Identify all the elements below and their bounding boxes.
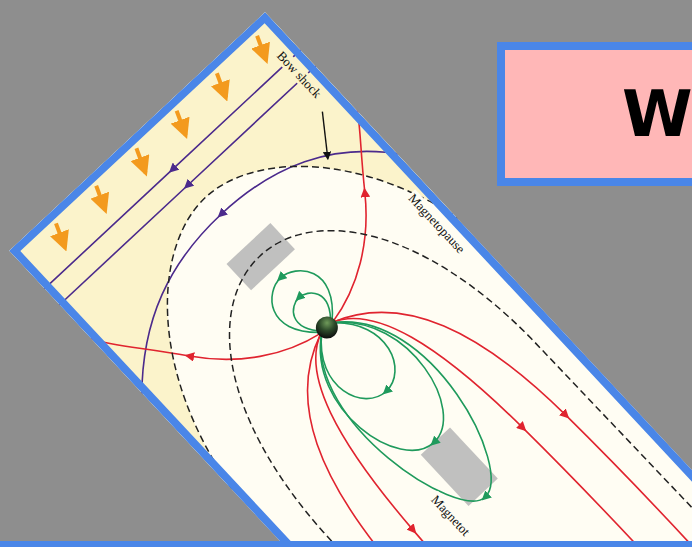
solar-wind-arrow <box>49 223 73 247</box>
card-border <box>15 18 692 547</box>
imf-line <box>56 63 319 309</box>
closed-field-lines <box>247 242 523 528</box>
solar-wind-arrow <box>169 111 193 135</box>
solar-wind-region <box>9 12 497 492</box>
open-field-line <box>270 333 633 547</box>
bottom-bar <box>0 541 692 547</box>
open-field-line <box>91 221 321 450</box>
imf-lines <box>41 47 405 401</box>
solar-wind-arrow <box>250 36 274 60</box>
closed-field-line <box>294 297 467 473</box>
closed-field-line <box>259 258 348 347</box>
open-field-line <box>333 274 692 547</box>
imf-line <box>41 47 304 293</box>
leader-arrow <box>302 112 348 159</box>
earth <box>311 312 342 343</box>
reconnection-site <box>226 223 294 290</box>
solar-wind-arrow <box>210 73 234 97</box>
closed-field-line <box>293 292 523 529</box>
open-field-line <box>333 247 692 547</box>
title-text: W <box>622 82 692 146</box>
title-box: W <box>497 42 692 186</box>
solar-wind-arrow <box>89 186 113 210</box>
solar-wind-arrow <box>129 148 153 172</box>
solar-wind-arrows <box>49 36 274 248</box>
